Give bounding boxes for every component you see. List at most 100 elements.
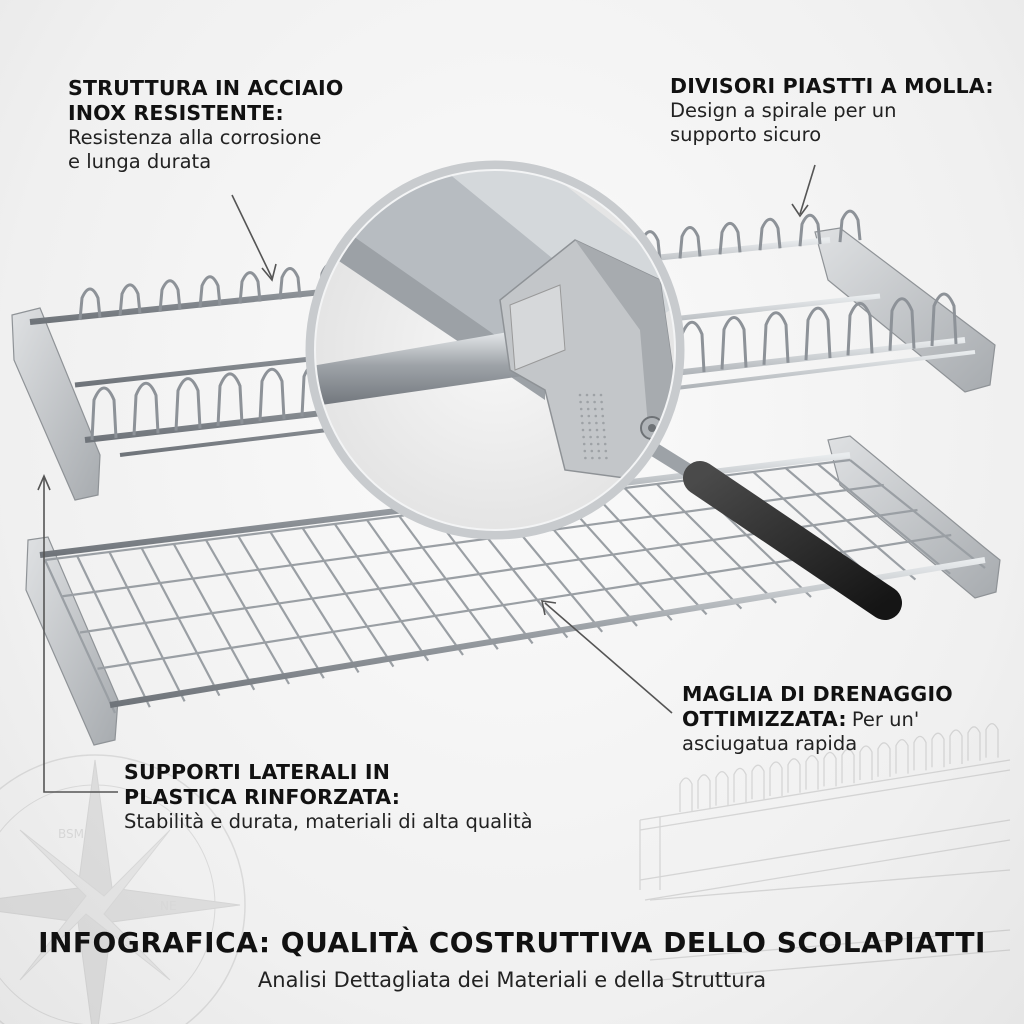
- callout-body: e lunga durata: [68, 149, 212, 173]
- texture-dot: [593, 407, 597, 411]
- divider-tine: [174, 377, 202, 431]
- texture-dot: [596, 442, 600, 446]
- blueprint-tine: [877, 742, 891, 777]
- blueprint-tine: [895, 738, 909, 774]
- divider-tine: [90, 386, 118, 441]
- blueprint-tine: [733, 767, 747, 803]
- divider-tine: [718, 221, 742, 255]
- blueprint-tine: [679, 777, 693, 812]
- callout-heading: DIVISORI PIASTTI A MOLLA:: [670, 74, 994, 98]
- texture-dot: [596, 435, 599, 439]
- callout-body: Resistenza alla corrosione: [68, 126, 322, 149]
- texture-dot: [591, 456, 594, 460]
- callout-heading: INOX RESISTENTE:: [68, 101, 284, 125]
- texture-dot: [586, 400, 589, 404]
- divider-tine: [78, 287, 102, 321]
- divider-tine: [678, 226, 702, 259]
- divider-tine: [132, 381, 160, 436]
- mesh-wire: [237, 535, 325, 679]
- callout-leaders: [37, 164, 816, 793]
- texture-dot: [582, 435, 585, 439]
- blueprint-tine: [715, 770, 729, 806]
- divider-tine: [930, 292, 958, 347]
- texture-dot: [599, 393, 603, 397]
- divider-tine: [118, 283, 142, 317]
- texture-dot: [579, 407, 583, 411]
- texture-dot: [603, 442, 607, 446]
- texture-dot: [590, 449, 594, 453]
- texture-dot: [595, 428, 599, 432]
- compass-label-1: BSM: [58, 827, 84, 841]
- callout-body: Design a spirale per un: [670, 99, 897, 122]
- divider-tine: [888, 297, 916, 351]
- texture-dot: [600, 407, 604, 411]
- callout-body: asciugatua rapida: [682, 732, 858, 755]
- mesh-wire: [76, 555, 151, 708]
- texture-dot: [588, 421, 591, 425]
- texture-dot: [585, 393, 589, 397]
- texture-dot: [584, 456, 587, 460]
- callout-body: Stabilità e durata, materiali di alta qu…: [124, 810, 533, 833]
- callout-heading: OTTIMIZZATA:: [682, 707, 847, 731]
- mesh-wire: [269, 531, 360, 673]
- blueprint-tine: [751, 764, 765, 800]
- texture-dot: [579, 400, 582, 404]
- mesh-wire: [430, 511, 534, 645]
- texture-dot: [598, 456, 601, 460]
- divider-tine: [762, 311, 790, 365]
- texture-dot: [604, 449, 608, 453]
- texture-dot: [594, 414, 598, 418]
- texture-dot: [580, 414, 584, 418]
- divider-tine: [216, 372, 244, 426]
- texture-dot: [593, 400, 596, 404]
- texture-dot: [589, 442, 593, 446]
- callout-heading: STRUTTURA IN ACCIAIO: [68, 76, 344, 100]
- texture-dot: [583, 449, 587, 453]
- texture-dot: [597, 449, 601, 453]
- divider-tine: [846, 301, 874, 356]
- blueprint-tine: [841, 748, 855, 784]
- texture-dot: [587, 414, 591, 418]
- callout-body: Per un': [851, 708, 920, 731]
- compass-label-2: NE: [160, 899, 177, 913]
- callout-side-supports: SUPPORTI LATERALI IN PLASTICA RINFORZATA…: [124, 760, 604, 834]
- callout-drainage-mesh: MAGLIA DI DRENAGGIO OTTIMIZZATA: Per un'…: [682, 682, 1012, 756]
- blueprint-tine: [985, 722, 999, 758]
- callout-steel-structure: STRUTTURA IN ACCIAIO INOX RESISTENTE: Re…: [68, 76, 388, 174]
- divider-tine: [278, 267, 302, 300]
- callout-spring-dividers: DIVISORI PIASTTI A MOLLA: Design a spira…: [670, 74, 1010, 147]
- texture-dot: [595, 421, 598, 425]
- compass-rose-icon: BSM NE: [0, 754, 246, 1024]
- infographic-subtitle: Analisi Dettagliata dei Materiali e dell…: [257, 968, 767, 992]
- mesh-wire: [817, 463, 951, 575]
- magnifying-glass-icon: [305, 160, 902, 620]
- callout-body: supporto sicuro: [670, 122, 822, 146]
- texture-dot: [578, 393, 582, 397]
- texture-dot: [601, 414, 605, 418]
- blueprint-tine: [805, 754, 819, 790]
- texture-dot: [603, 435, 606, 439]
- blueprint-sketch: [639, 722, 1011, 981]
- texture-dot: [600, 400, 603, 404]
- infographic-title: INFOGRAFICA: QUALITÀ COSTRUTTIVA DELLO S…: [38, 926, 986, 959]
- texture-dot: [582, 442, 586, 446]
- divider-tine: [804, 306, 832, 361]
- blueprint-tine: [913, 735, 927, 771]
- divider-tine: [798, 213, 822, 247]
- blueprint-tine: [769, 761, 783, 796]
- blueprint-tine: [949, 729, 963, 764]
- divider-tine: [258, 367, 286, 422]
- mesh-wire: [366, 519, 464, 656]
- callout-heading: MAGLIA DI DRENAGGIO: [682, 682, 953, 706]
- texture-dot: [581, 421, 584, 425]
- texture-dot: [602, 421, 605, 425]
- divider-tine: [238, 271, 262, 304]
- texture-dot: [605, 456, 608, 460]
- texture-dot: [581, 428, 585, 432]
- mesh-wire: [301, 527, 395, 668]
- blueprint-tine: [823, 751, 837, 787]
- callout-heading: PLASTICA RINFORZATA:: [124, 785, 401, 809]
- blueprint-tine: [931, 732, 945, 768]
- blueprint-tine: [697, 774, 711, 809]
